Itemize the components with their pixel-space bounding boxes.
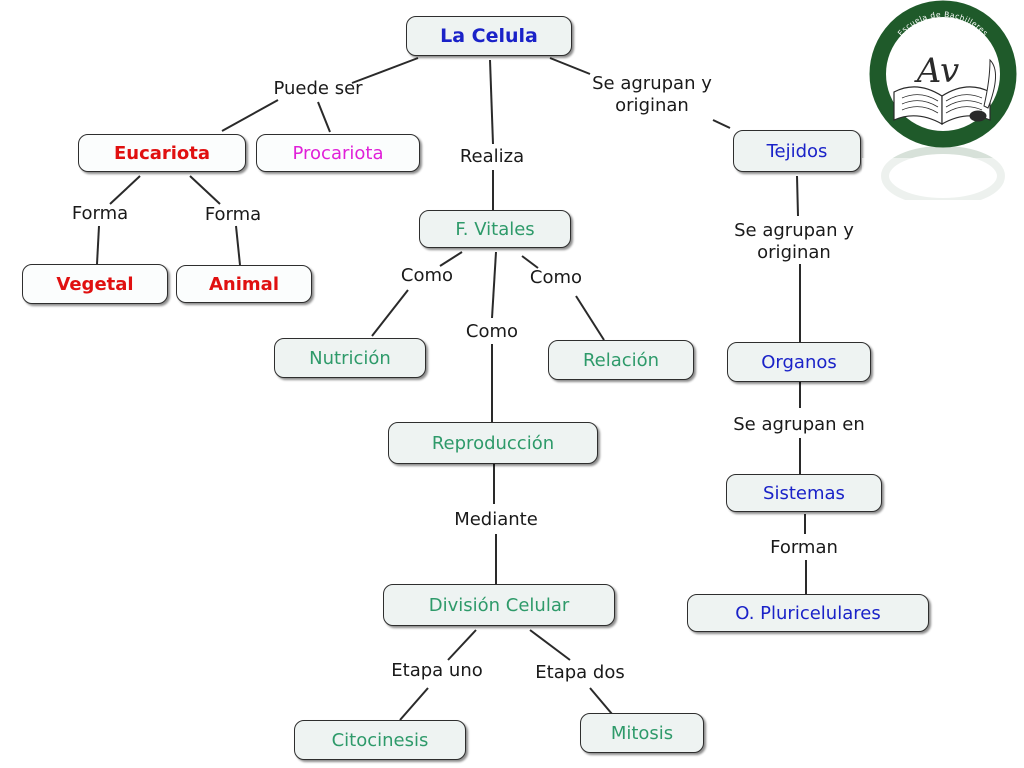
- link-mediante: Mediante: [454, 509, 538, 530]
- link-como-1: Como: [400, 265, 454, 286]
- line-tejidos-seagrupan2: [796, 175, 799, 217]
- link-se-agrupan-originan-1: Se agrupan y originan: [592, 73, 712, 116]
- line-celula-seagrupan: [549, 57, 591, 75]
- node-vegetal: Vegetal: [22, 264, 168, 304]
- link-como-2: Como: [465, 321, 519, 342]
- link-forma-1: Forma: [71, 203, 129, 224]
- node-nutricion: Nutrición: [274, 338, 426, 378]
- school-seal-logo: Escuela de Bachilleres Av: [862, 0, 1024, 200]
- node-animal: Animal: [176, 265, 312, 303]
- node-relacion: Relación: [548, 340, 694, 380]
- line-etapauno-citocinesis: [399, 687, 429, 721]
- link-como-3: Como: [529, 267, 583, 288]
- link-puede-ser: Puede ser: [273, 78, 363, 99]
- node-o-pluricelulares: O. Pluricelulares: [687, 594, 929, 632]
- node-f-vitales: F. Vitales: [419, 210, 571, 248]
- line-eucariota-forma2: [189, 175, 221, 205]
- line-puedeser-eucariota: [221, 99, 279, 132]
- node-la-celula: La Celula: [406, 16, 572, 56]
- line-forma1-vegetal: [96, 225, 100, 265]
- line-division-etapauno: [447, 629, 477, 661]
- node-eucariota: Eucariota: [78, 134, 246, 172]
- line-eucariota-forma1: [109, 175, 141, 205]
- line-fvitales-como1: [439, 251, 463, 267]
- link-se-agrupan-en: Se agrupan en: [733, 414, 865, 435]
- link-realiza: Realiza: [459, 146, 525, 167]
- line-como3-relacion: [575, 295, 605, 341]
- node-organos: Organos: [727, 342, 871, 382]
- node-tejidos: Tejidos: [733, 130, 861, 172]
- line-fvitales-como3: [521, 255, 539, 269]
- link-etapa-uno: Etapa uno: [391, 660, 483, 681]
- line-fvitales-como2: [491, 251, 497, 319]
- line-como1-nutricion: [371, 289, 409, 337]
- line-seagrupan-tejidos: [712, 119, 731, 129]
- line-etapados-mitosis: [589, 687, 613, 715]
- link-etapa-dos: Etapa dos: [535, 662, 625, 683]
- link-se-agrupan-originan-2: Se agrupan y originan: [734, 220, 854, 263]
- line-puedeser-procariota: [317, 101, 331, 133]
- link-forma-2: Forma: [204, 204, 262, 225]
- line-celula-realiza: [489, 59, 494, 145]
- quill-icon: [969, 58, 996, 122]
- node-procariota: Procariota: [256, 134, 420, 172]
- logo-monogram: Av: [914, 51, 959, 91]
- line-celula-puedeser: [351, 57, 419, 84]
- line-forma2-animal: [235, 225, 241, 266]
- node-division-celular: División Celular: [383, 584, 615, 626]
- line-division-etapados: [529, 629, 571, 661]
- node-sistemas: Sistemas: [726, 474, 882, 512]
- node-reproduccion: Reproducción: [388, 422, 598, 464]
- node-citocinesis: Citocinesis: [294, 720, 466, 760]
- link-forman: Forman: [770, 537, 838, 558]
- node-mitosis: Mitosis: [580, 713, 704, 753]
